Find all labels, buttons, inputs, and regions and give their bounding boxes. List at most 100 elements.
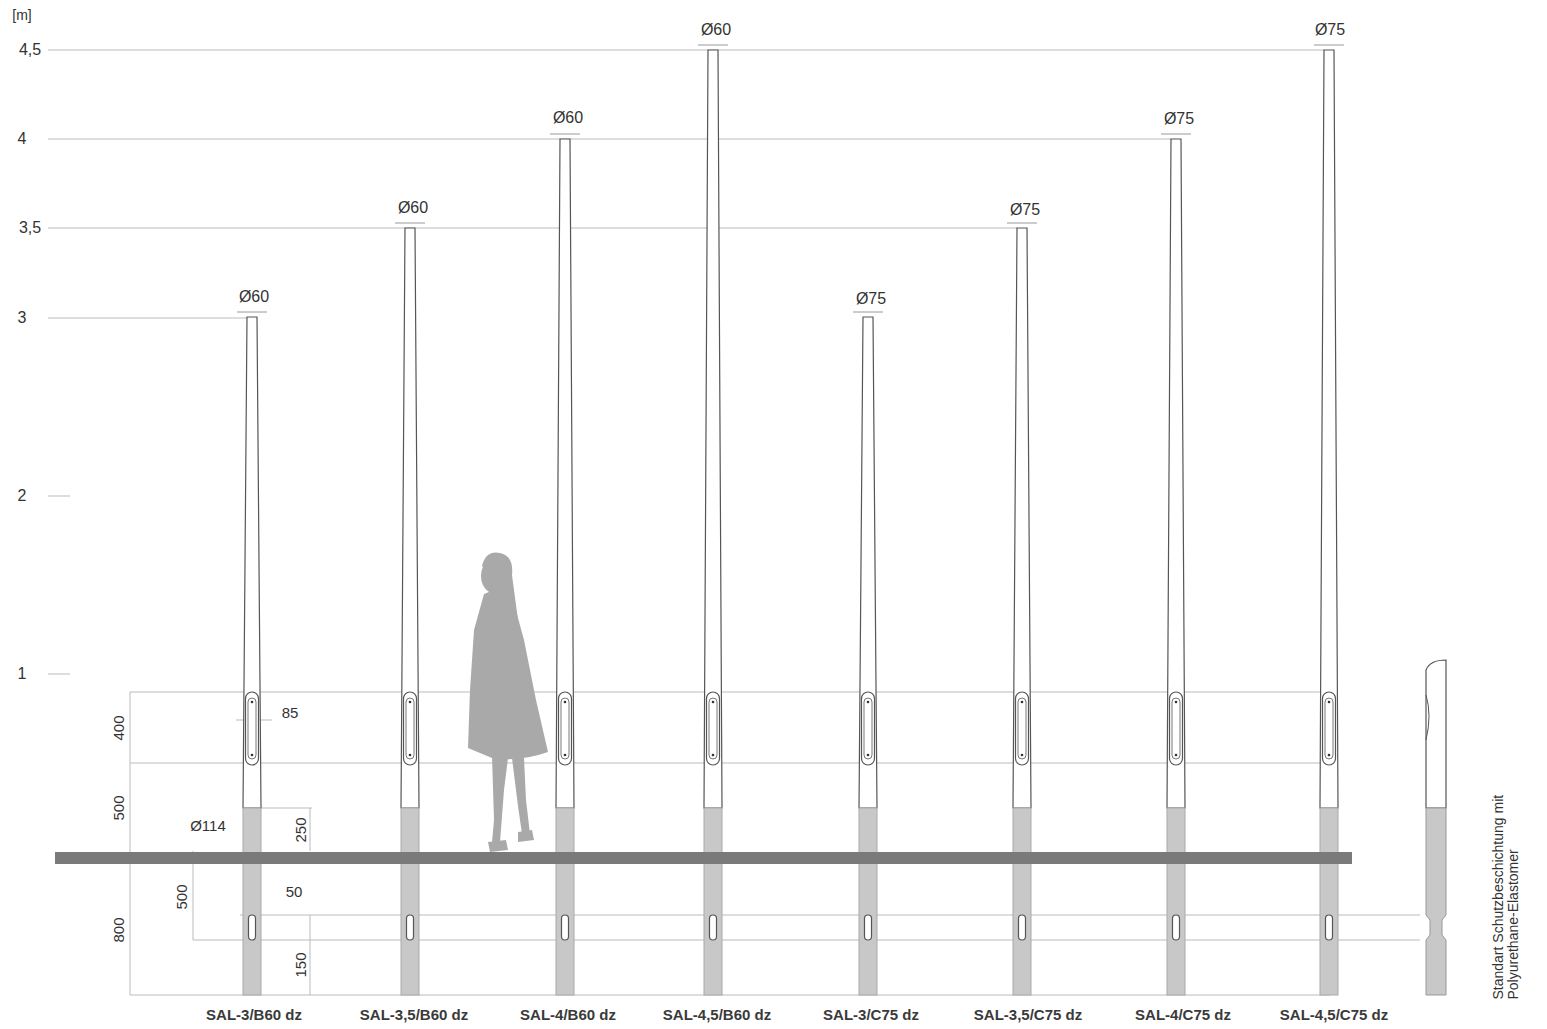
pole-name: SAL-4,5/B60 dz — [663, 1007, 771, 1024]
pole-shaft — [1013, 228, 1031, 808]
dimension: Ø114 — [190, 818, 226, 835]
pole-base — [704, 808, 722, 995]
cable-slot — [1173, 915, 1180, 940]
pole-door-inner — [709, 698, 717, 759]
pole-door-inner — [406, 698, 414, 759]
pole-door-inner — [561, 698, 569, 759]
pole-name: SAL-3,5/C75 dz — [974, 1007, 1082, 1024]
pole-shaft — [556, 139, 574, 808]
door-screw — [1328, 701, 1331, 704]
door-screw — [251, 701, 254, 704]
dimension: 85 — [282, 705, 299, 722]
cable-slot — [249, 915, 256, 940]
pole-base — [401, 808, 419, 995]
pole-shaft — [704, 50, 722, 808]
diameter-label: Ø75 — [1164, 110, 1194, 128]
dimension: 250 — [293, 817, 310, 842]
coating-note: Standart Schutzbeschichtung mit Polyuret… — [1491, 785, 1522, 1000]
diameter-label: Ø60 — [239, 288, 269, 306]
axis-value: 1 — [18, 665, 27, 683]
dimension: 800 — [111, 917, 128, 942]
dimension: 150 — [293, 952, 310, 977]
door-screw — [409, 701, 412, 704]
pole-door-inner — [1325, 698, 1333, 759]
cable-slot — [1326, 915, 1333, 940]
axis-value: 4 — [18, 130, 27, 148]
diameter-mark — [550, 134, 580, 135]
person-silhouette — [468, 553, 548, 852]
door-screw — [409, 754, 412, 757]
axis-value: 3,5 — [19, 219, 41, 237]
cable-slot — [865, 915, 872, 940]
door-screw — [1021, 754, 1024, 757]
dimension: 500 — [111, 795, 128, 820]
diameter-mark — [1007, 223, 1037, 224]
door-screw — [712, 701, 715, 704]
pole-door-inner — [864, 698, 872, 759]
diameter-label: Ø60 — [553, 109, 583, 127]
door-screw — [1328, 754, 1331, 757]
pole-shaft — [243, 317, 261, 808]
diameter-label: Ø60 — [398, 199, 428, 217]
cable-slot — [562, 915, 569, 940]
dimension: 50 — [286, 884, 303, 901]
diameter-label: Ø75 — [1315, 21, 1345, 39]
pole-door — [1016, 692, 1029, 765]
pole-base — [1167, 808, 1185, 995]
diameter-mark — [1314, 45, 1344, 46]
diameter-mark — [698, 45, 728, 46]
diameter-label: Ø75 — [856, 290, 886, 308]
pole-base — [556, 808, 574, 995]
pole-base — [1320, 808, 1338, 995]
cable-slot — [710, 915, 717, 940]
unit-label: [m] — [12, 8, 31, 23]
pole-door — [1323, 692, 1336, 765]
pole-door-inner — [1172, 698, 1180, 759]
pole-shaft — [401, 228, 419, 808]
coating-profile — [1426, 660, 1446, 995]
diameter-mark — [237, 312, 267, 313]
diameter-mark — [1161, 134, 1191, 135]
pole-door — [559, 692, 572, 765]
pole-door-inner — [248, 698, 256, 759]
door-screw — [564, 754, 567, 757]
pole-name: SAL-3,5/B60 dz — [360, 1007, 468, 1024]
cable-slot — [1019, 915, 1026, 940]
door-screw — [1175, 701, 1178, 704]
pole-name: SAL-4,5/C75 dz — [1280, 1007, 1388, 1024]
pole-door-inner — [1018, 698, 1026, 759]
door-screw — [251, 754, 254, 757]
axis-value: 4,5 — [19, 41, 41, 59]
dimension: 400 — [111, 715, 128, 740]
door-screw — [1021, 701, 1024, 704]
ground-line — [55, 852, 1352, 864]
pole-shaft — [1167, 139, 1185, 808]
pole-shaft — [859, 317, 877, 808]
door-screw — [867, 701, 870, 704]
pole-name: SAL-3/B60 dz — [206, 1007, 302, 1024]
dimension-lines — [48, 50, 1420, 995]
pole-door — [862, 692, 875, 765]
pole-name: SAL-4/C75 dz — [1135, 1007, 1231, 1024]
pole-door — [404, 692, 417, 765]
pole-door — [707, 692, 720, 765]
door-screw — [1175, 754, 1178, 757]
door-screw — [867, 754, 870, 757]
dimension: 500 — [174, 884, 191, 909]
cable-slot — [407, 915, 414, 940]
axis-value: 3 — [18, 309, 27, 327]
diameter-mark — [853, 312, 883, 313]
pole-name: SAL-4/B60 dz — [520, 1007, 616, 1024]
door-screw — [564, 701, 567, 704]
pole-name: SAL-3/C75 dz — [823, 1007, 919, 1024]
pole-door — [1170, 692, 1183, 765]
diameter-label: Ø60 — [701, 21, 731, 39]
door-screw — [712, 754, 715, 757]
diameter-label: Ø75 — [1010, 201, 1040, 219]
pole-base — [1013, 808, 1031, 995]
diameter-mark — [395, 223, 425, 224]
pole-base — [243, 808, 261, 995]
pole-door — [246, 692, 259, 765]
axis-value: 2 — [18, 487, 27, 505]
